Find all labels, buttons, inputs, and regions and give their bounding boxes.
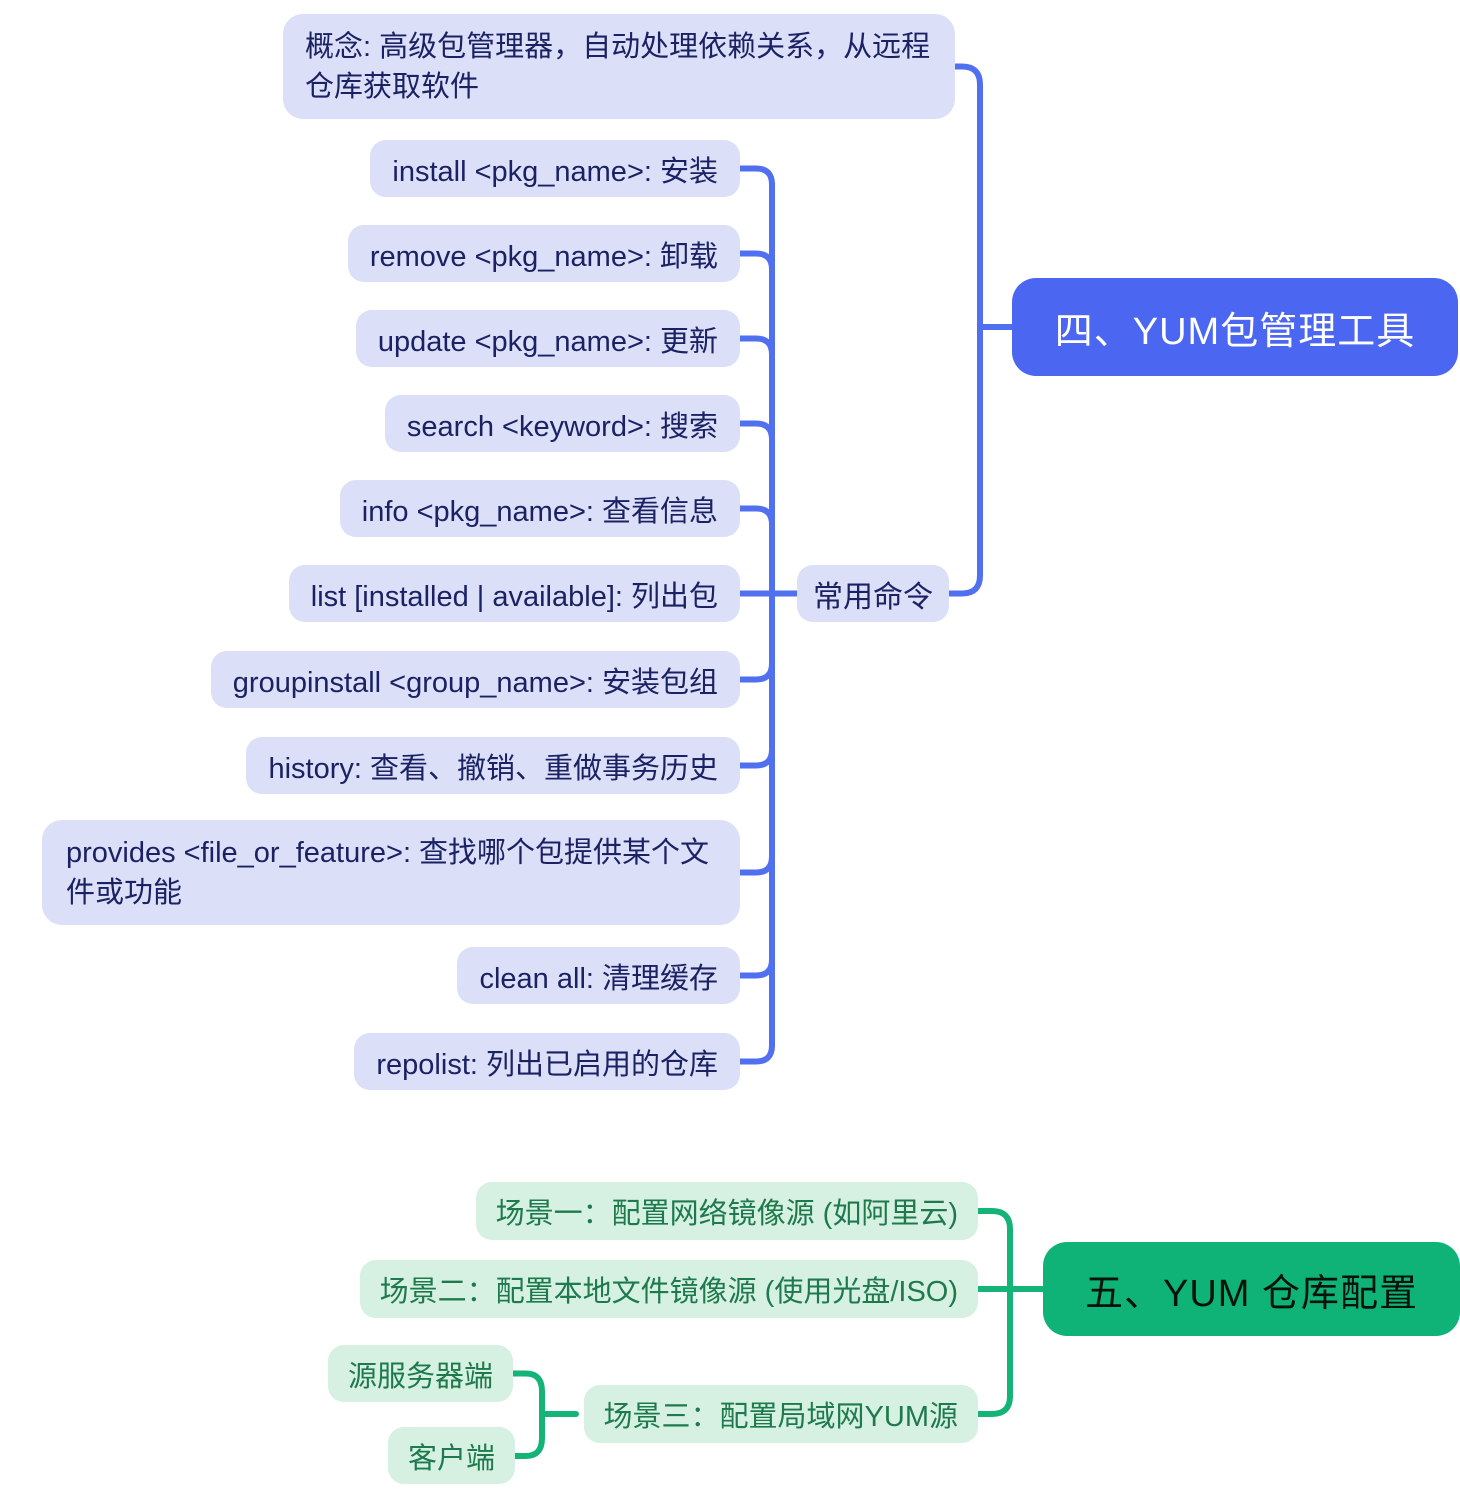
node-cmd-clean-all[interactable]: clean all: 清理缓存 [457,947,740,1004]
node-cmd-provides[interactable]: provides <file_or_feature>: 查找哪个包提供某个文件或… [42,820,740,925]
node-client[interactable]: 客户端 [387,1427,515,1484]
connector-yum-tool-bracket [942,63,983,597]
node-scenario-1[interactable]: 场景一：配置网络镜像源 (如阿里云) [475,1182,978,1240]
node-cmd-install[interactable]: install <pkg_name>: 安装 [370,140,740,197]
connector-cmd-clean-all [733,956,775,979]
connector-cmd-info [733,505,775,528]
node-cmd-history[interactable]: history: 查看、撤销、重做事务历史 [246,737,740,794]
node-yum-tool-root[interactable]: 四、YUM包管理工具 [1012,278,1458,376]
connector-cmd-search [733,420,775,443]
node-source-server[interactable]: 源服务器端 [327,1345,513,1402]
node-cmd-repolist[interactable]: repolist: 列出已启用的仓库 [354,1033,740,1090]
connector-cmd-repolist [733,1042,775,1065]
node-cmd-groupinstall[interactable]: groupinstall <group_name>: 安装包组 [210,651,740,708]
connector-cmd-groupinstall [733,660,775,683]
node-common-commands[interactable]: 常用命令 [797,565,949,622]
connector-cmd-provides [733,853,775,876]
node-scenario-3[interactable]: 场景三：配置局域网YUM源 [583,1385,978,1443]
connector-cmd-history [733,746,775,769]
node-cmd-update[interactable]: update <pkg_name>: 更新 [355,310,740,367]
node-yum-repo-root[interactable]: 五、YUM 仓库配置 [1043,1242,1460,1336]
node-cmd-list[interactable]: list [installed | available]: 列出包 [288,565,740,622]
node-cmd-info[interactable]: info <pkg_name>: 查看信息 [339,480,740,537]
connector-cmd-update [733,335,775,358]
node-concept[interactable]: 概念: 高级包管理器，自动处理依赖关系，从远程仓库获取软件 [283,14,955,119]
node-scenario-2[interactable]: 场景二：配置本地文件镜像源 (使用光盘/ISO) [359,1260,978,1318]
connector-cmd-remove [733,250,775,273]
connector-yum-repo-bracket [971,1208,1013,1417]
node-cmd-search[interactable]: search <keyword>: 搜索 [384,395,740,452]
connector-cmd-install [733,165,775,188]
node-cmd-remove[interactable]: remove <pkg_name>: 卸载 [347,225,740,282]
